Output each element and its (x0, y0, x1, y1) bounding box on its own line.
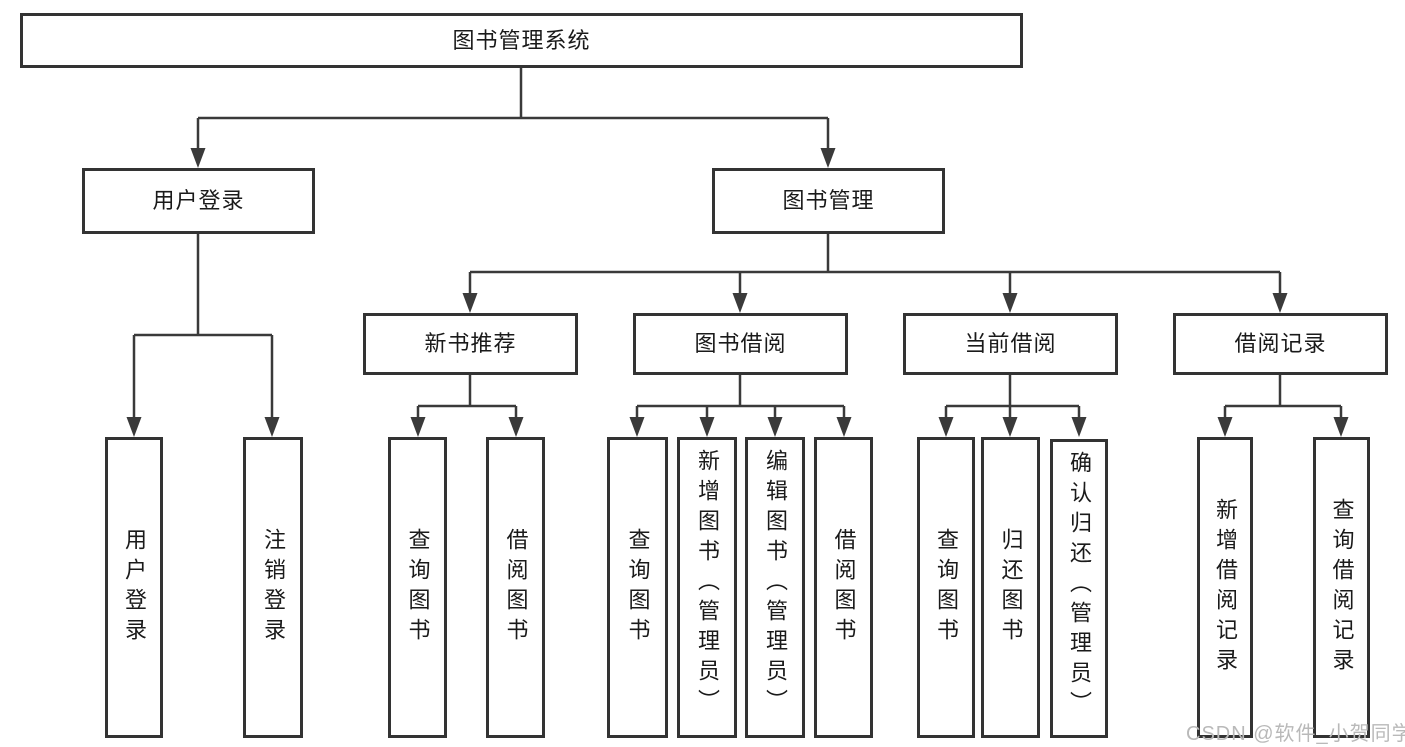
connector-paths (132, 68, 1343, 421)
node-label: 用户登录 (152, 188, 245, 213)
node-label: 归还图书 (998, 527, 1024, 648)
leaf-query-books-current: 查询图书 (917, 437, 975, 738)
leaf-add-borrow-record: 新增借阅记录 (1197, 437, 1253, 738)
node-label: 借阅图书 (831, 527, 857, 648)
node-label: 编辑图书（管理员） (763, 449, 788, 719)
node-label: 图书管理 (782, 188, 875, 213)
node-label: 用户登录 (122, 527, 147, 648)
node-label: 图书借阅 (694, 331, 787, 356)
node-label: 借阅图书 (503, 527, 529, 648)
leaf-query-borrow-record: 查询借阅记录 (1313, 437, 1370, 738)
leaf-borrow-books-recommend: 借阅图书 (486, 437, 545, 738)
node-label: 确认归还（管理员） (1067, 451, 1092, 721)
leaf-confirm-return-admin: 确认归还（管理员） (1050, 439, 1108, 738)
leaf-query-books-recommend: 查询图书 (388, 437, 447, 738)
node-label: 新增借阅记录 (1213, 497, 1238, 678)
leaf-add-books-admin: 新增图书（管理员） (677, 437, 737, 738)
node-current-borrowing: 当前借阅 (903, 313, 1118, 375)
node-book-borrowing: 图书借阅 (633, 313, 848, 375)
node-label: 查询借阅记录 (1329, 497, 1355, 678)
connector-arrows (126, 148, 1349, 437)
node-label: 查询图书 (405, 527, 431, 648)
node-label: 新增图书（管理员） (695, 449, 720, 719)
node-label: 查询图书 (934, 527, 959, 648)
node-label: 借阅记录 (1234, 331, 1327, 356)
leaf-borrow-books: 借阅图书 (814, 437, 873, 738)
watermark: CSDN @软件_小贺同学 (1186, 723, 1405, 745)
node-label: 图书管理系统 (452, 27, 591, 53)
node-label: 新书推荐 (424, 331, 517, 356)
node-new-book-recommendation: 新书推荐 (363, 313, 578, 375)
leaf-logout: 注销登录 (243, 437, 303, 738)
leaf-user-login: 用户登录 (105, 437, 163, 738)
leaf-query-books-borrow: 查询图书 (607, 437, 668, 738)
node-borrowing-records: 借阅记录 (1173, 313, 1388, 375)
leaf-edit-books-admin: 编辑图书（管理员） (745, 437, 805, 738)
node-book-management: 图书管理 (712, 168, 945, 234)
node-label: 当前借阅 (964, 331, 1057, 356)
node-label: 注销登录 (261, 527, 286, 648)
node-user-login-group: 用户登录 (82, 168, 315, 234)
leaf-return-books: 归还图书 (981, 437, 1040, 738)
node-label: 查询图书 (625, 527, 651, 648)
node-library-management-system: 图书管理系统 (20, 13, 1023, 68)
